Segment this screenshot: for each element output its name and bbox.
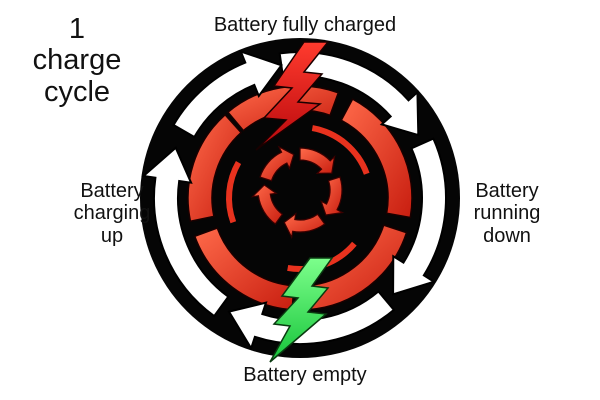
cycle-arrows-icon	[250, 145, 345, 240]
center-cycle-arrow	[299, 147, 336, 174]
center-cycle-arrow	[250, 184, 284, 225]
stage-label-full: Battery fully charged	[213, 14, 397, 36]
red-ring-accent	[311, 125, 370, 175]
center-cycle-arrow	[259, 145, 295, 182]
red-ring-segment	[193, 227, 295, 311]
white-cycle-arrow	[141, 146, 230, 318]
red-ring-accent	[226, 161, 242, 224]
center-cycle-arrow	[283, 212, 326, 240]
red-ring-segment	[187, 113, 243, 223]
lightning-bolt-red-icon	[255, 41, 330, 151]
white-cycle-arrow	[172, 49, 283, 139]
black-disc	[140, 38, 460, 358]
stage-label-charging-up: Battery charging up	[73, 180, 151, 247]
diagram-title: 1 charge cycle	[32, 13, 122, 108]
stage-label-empty: Battery empty	[243, 364, 367, 386]
red-ring-segment	[340, 98, 413, 219]
lightning-bolt-green-icon	[269, 257, 334, 363]
center-cycle-arrow	[320, 176, 345, 216]
white-cycle-arrow	[392, 137, 447, 296]
stage-label-running-down: Battery running down	[473, 180, 541, 247]
